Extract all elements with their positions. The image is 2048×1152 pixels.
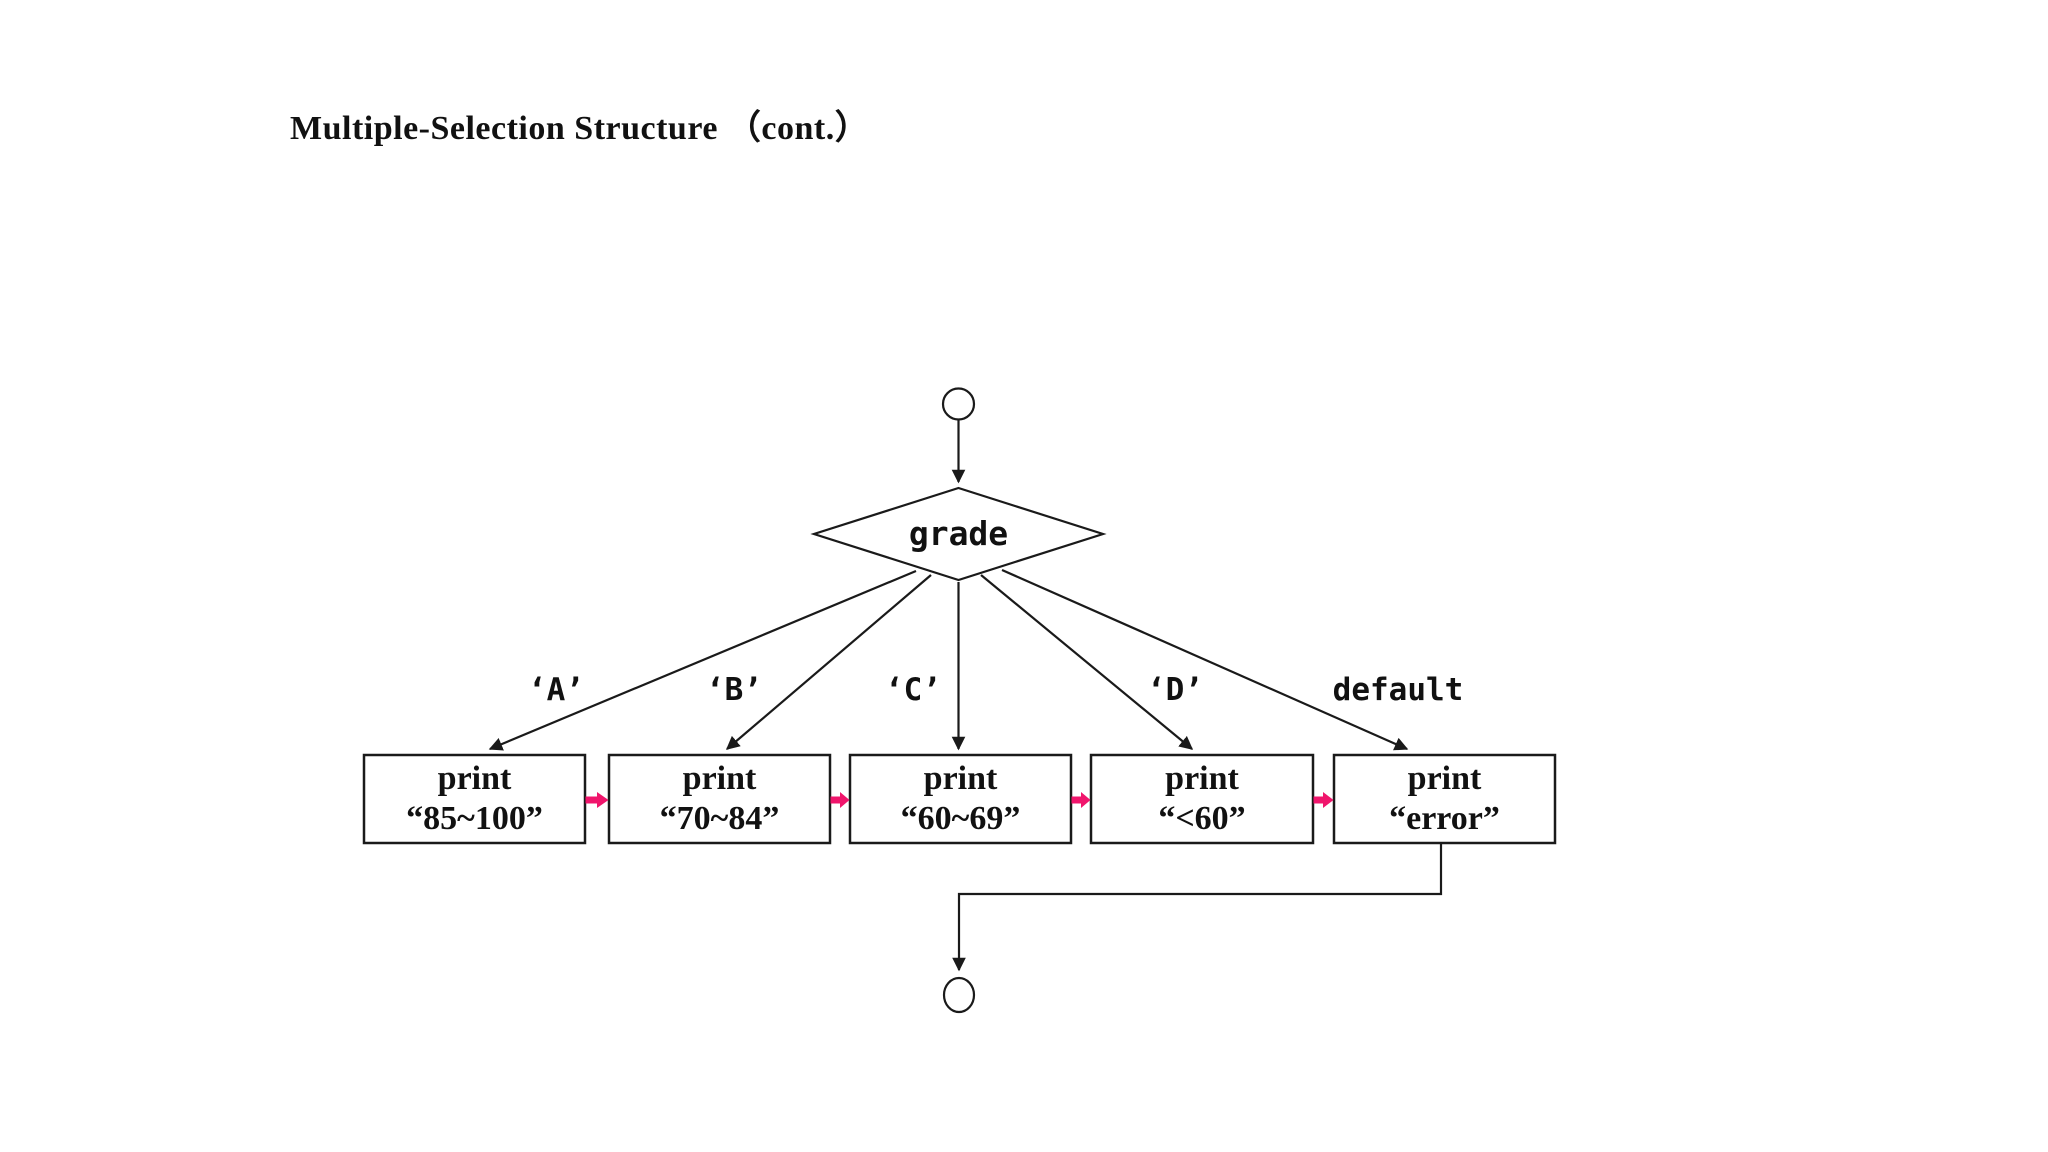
action-box-default bbox=[1332, 753, 1557, 845]
case-label-default: default bbox=[1333, 672, 1464, 708]
slide-title: Multiple-Selection Structure （cont.） bbox=[290, 110, 870, 147]
action-box-d bbox=[1089, 753, 1315, 845]
case-label-b: ‘B’ bbox=[706, 672, 762, 708]
action-box-a-line1: print bbox=[438, 760, 512, 797]
action-box-d-line1: print bbox=[1165, 760, 1239, 797]
action-box-default-line1: print bbox=[1408, 760, 1482, 797]
action-box-c bbox=[848, 753, 1073, 845]
start-terminal-icon bbox=[941, 387, 976, 421]
end-terminal-icon bbox=[942, 976, 976, 1014]
action-box-b bbox=[607, 753, 832, 845]
fallthrough-arrow-icon-1 bbox=[585, 792, 609, 808]
branch-line-a bbox=[488, 569, 917, 751]
branch-line-default bbox=[1001, 568, 1409, 751]
action-box-default-line2: “error” bbox=[1389, 800, 1500, 837]
fallthrough-arrow-icon-3 bbox=[1071, 792, 1091, 808]
action-box-b-line2: “70~84” bbox=[660, 800, 780, 837]
action-box-a bbox=[362, 753, 587, 845]
action-box-a-line2: “85~100” bbox=[406, 800, 543, 837]
decision-diamond bbox=[810, 486, 1107, 582]
exit-connector-line bbox=[952, 843, 1443, 972]
action-box-d-line2: “<60” bbox=[1158, 800, 1245, 837]
decision-label: grade bbox=[909, 514, 1008, 553]
fallthrough-arrow-icon-2 bbox=[830, 792, 850, 808]
case-label-d: ‘D’ bbox=[1147, 672, 1203, 708]
branch-line-d bbox=[980, 574, 1194, 750]
case-label-a: ‘A’ bbox=[528, 672, 584, 708]
action-box-b-line1: print bbox=[683, 760, 757, 797]
branch-line-b bbox=[725, 574, 932, 750]
action-box-c-line1: print bbox=[924, 760, 998, 797]
fallthrough-arrow-icon-4 bbox=[1313, 792, 1334, 808]
case-label-c: ‘C’ bbox=[885, 672, 941, 708]
action-box-c-line2: “60~69” bbox=[901, 800, 1021, 837]
